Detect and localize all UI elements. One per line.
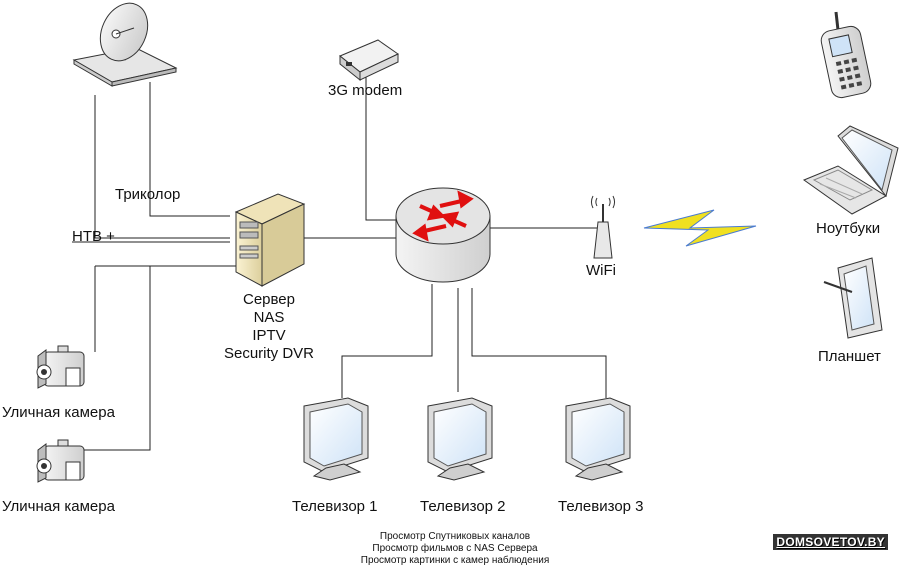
wifi-label: WiFi	[586, 262, 616, 279]
tricolor-label: Триколор	[115, 186, 181, 203]
camera-icon	[36, 439, 85, 483]
caption-line-1: Просмотр Спутниковых каналов	[379, 531, 531, 542]
ntv-label: НТВ +	[72, 228, 115, 245]
server-icon	[234, 193, 306, 287]
modem-label: 3G modem	[328, 82, 403, 99]
tablet-icon	[823, 257, 883, 339]
nas-label: NAS	[253, 309, 285, 326]
server-labels: Сервер NAS IPTV Security DVR	[214, 291, 324, 363]
camera2-label: Уличная камера	[2, 498, 115, 515]
satellite-dish-icon	[72, 2, 178, 87]
watermark: DOMSOVETOV.BY	[773, 534, 888, 550]
connection-lines	[66, 72, 607, 451]
laptops-label: Ноутбуки	[816, 220, 881, 237]
modem-icon	[339, 39, 399, 82]
tv2-label: Телевизор 2	[420, 498, 506, 515]
server-label: Сервер	[242, 291, 295, 308]
tablet-label: Планшет	[818, 348, 881, 365]
lightning-icon	[643, 209, 757, 247]
monitor-icon	[303, 397, 369, 481]
router-icon	[395, 187, 491, 283]
camera-icon	[36, 345, 85, 389]
laptop-icon	[802, 125, 899, 215]
tv1-label: Телевизор 1	[292, 498, 378, 515]
caption-line-2: Просмотр фильмов с NAS Сервера	[372, 543, 538, 554]
monitor-icon	[427, 397, 493, 481]
tv3-label: Телевизор 3	[558, 498, 644, 515]
monitor-icon	[565, 397, 631, 481]
caption-line-3: Просмотр картинки с камер наблюдения	[360, 555, 550, 566]
mobile-phone-icon	[820, 11, 872, 99]
wifi-antenna-icon	[591, 195, 615, 259]
iptv-label: IPTV	[252, 327, 286, 344]
dvr-label: Security DVR	[223, 345, 315, 362]
caption: Просмотр Спутниковых каналов Просмотр фи…	[330, 531, 580, 567]
camera1-label: Уличная камера	[2, 404, 115, 421]
